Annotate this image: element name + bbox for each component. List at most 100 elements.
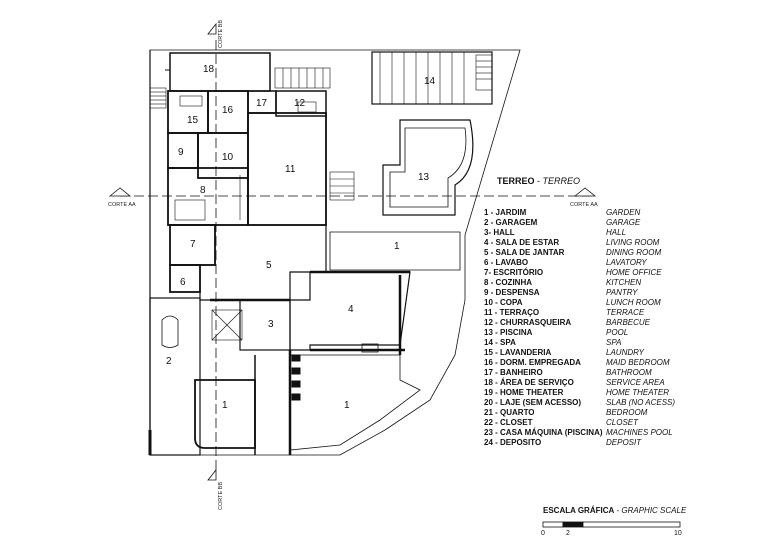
corte-bb-label-top: CORTE BB (218, 20, 224, 48)
legend-item-en: GARDEN (606, 208, 641, 217)
legend-item-en: SLAB (NO ACESS) (606, 398, 676, 407)
plan-title: TERREO - TERREO (497, 176, 580, 186)
room-number-14: 14 (424, 76, 436, 87)
legend-item-pt: 19 - HOME THEATER (484, 388, 564, 397)
garden-bottom-right (289, 354, 421, 451)
scale-title-pt: ESCALA GRÁFICA (543, 506, 615, 515)
legend-item-en: MACHINES POOL (606, 428, 673, 437)
legend-item-en: GARAGE (606, 218, 641, 227)
room-number-13: 13 (418, 172, 430, 183)
stairs-service (149, 87, 167, 109)
scale-tick-10: 10 (674, 530, 682, 537)
legend-item-en: SERVICE AREA (606, 378, 665, 387)
room-number-18: 18 (203, 64, 215, 75)
legend-item-pt: 11 - TERRAÇO (484, 308, 540, 317)
legend-item-pt: 23 - CASA MÁQUINA (PISCINA) (484, 428, 603, 437)
legend-item-pt: 5 - SALA DE JANTAR (484, 248, 565, 257)
room-number-5: 5 (266, 260, 272, 271)
legend-item-pt: 22 - CLOSET (484, 418, 533, 427)
legend-item-pt: 9 - DESPENSA (484, 288, 540, 297)
room-number-3: 3 (268, 319, 274, 330)
room-number-2: 2 (166, 356, 172, 367)
legend-item-pt: 24 - DEPOSITO (484, 438, 542, 447)
scale-tick-2: 2 (566, 530, 570, 537)
scale-tick-0: 0 (541, 530, 545, 537)
legend-item-pt: 13 - PISCINA (484, 328, 533, 337)
room-service-area (169, 52, 271, 92)
legend-item-en: DINING ROOM (606, 248, 662, 257)
legend-item-en: PANTRY (606, 288, 638, 297)
section-marker-bb-top (207, 22, 217, 35)
pool (382, 119, 474, 216)
plan-title-pt: TERREO (497, 176, 535, 186)
legend-item-pt: 2 - GARAGEM (484, 218, 538, 227)
room-number-11: 11 (285, 164, 296, 175)
legend-item-pt: 6 - LAVABO (484, 258, 529, 267)
scale-title-en: GRAPHIC SCALE (621, 506, 687, 515)
corte-aa-label-right: CORTE AA (570, 202, 598, 208)
legend-item-en: BATHROOM (606, 368, 652, 377)
legend-item-en: CLOSET (606, 418, 639, 427)
legend-item-pt: 4 - SALA DE ESTAR (484, 238, 560, 247)
legend-item-en: TERRACE (606, 308, 645, 317)
section-marker-aa-right (573, 187, 597, 197)
legend-item-pt: 15 - LAVANDERIA (484, 348, 552, 357)
car-icon (161, 315, 179, 348)
legend-item-en: HOME OFFICE (606, 268, 662, 277)
site-boundary (149, 49, 521, 456)
spa (371, 51, 493, 105)
legend-item-en: SPA (606, 338, 622, 347)
legend-item-en: BEDROOM (606, 408, 648, 417)
room-number-15: 15 (187, 115, 199, 126)
legend-item-en: HALL (606, 228, 627, 237)
garden-right (329, 231, 461, 271)
stair-void (211, 309, 243, 341)
room-number-1-garden-right: 1 (394, 241, 400, 252)
legend-item-en: KITCHEN (606, 278, 642, 287)
room-dining (199, 224, 327, 301)
legend-item-pt: 21 - QUARTO (484, 408, 535, 417)
legend-item-en: LIVING ROOM (606, 238, 660, 247)
legend-item-en: LUNCH ROOM (606, 298, 661, 307)
legend-item-en: DEPOSIT (606, 438, 642, 447)
legend-item-pt: 20 - LAJE (SEM ACESSO) (484, 398, 582, 407)
legend-item-pt: 16 - DORM. EMPREGADA (484, 358, 581, 367)
corte-aa-label-left: CORTE AA (108, 202, 136, 208)
room-hall (239, 299, 291, 351)
corte-bb-label-bottom: CORTE BB (218, 482, 224, 510)
room-number-16: 16 (222, 105, 234, 116)
stairs-service-top (274, 67, 331, 89)
legend-item-pt: 1 - JARDIM (484, 208, 527, 217)
plan-title-sep: - (534, 176, 543, 186)
plan-title-en: TERREO (542, 176, 581, 186)
legend-item-en: HOME THEATER (606, 388, 669, 397)
room-number-9: 9 (178, 147, 184, 158)
legend-item-en: LAUNDRY (606, 348, 644, 357)
legend-item-pt: 18 - ÁREA DE SERVIÇO (484, 378, 574, 387)
room-number-7: 7 (190, 239, 196, 250)
room-number-6: 6 (180, 277, 186, 288)
scale-title-sep: - (614, 506, 622, 515)
graphic-scale-bar (542, 521, 681, 528)
legend-item-pt: 8 - COZINHA (484, 278, 532, 287)
columns (291, 354, 301, 401)
room-garage (149, 297, 201, 456)
legend-item-en: LAVATORY (606, 258, 647, 267)
legend-item-pt: 12 - CHURRASQUEIRA (484, 318, 572, 327)
room-number-8: 8 (200, 185, 206, 196)
legend-item-pt: 14 - SPA (484, 338, 516, 347)
legend-item-pt: 3- HALL (484, 228, 515, 237)
legend-item-pt: 10 - COPA (484, 298, 523, 307)
legend-item-pt: 7- ESCRITÓRIO (484, 268, 544, 277)
room-number-1-garden-bottom-left: 1 (222, 400, 228, 411)
section-marker-aa-left (108, 187, 132, 197)
section-marker-bb-bottom (207, 468, 217, 481)
room-number-12: 12 (294, 98, 306, 109)
legend-item-en: BARBECUE (606, 318, 651, 327)
garden-bottom-left (194, 379, 256, 449)
room-kitchen (167, 167, 249, 226)
room-number-17: 17 (256, 98, 268, 109)
legend-item-en: MAID BEDROOM (606, 358, 670, 367)
room-number-1-garden-bottom-right: 1 (344, 400, 350, 411)
